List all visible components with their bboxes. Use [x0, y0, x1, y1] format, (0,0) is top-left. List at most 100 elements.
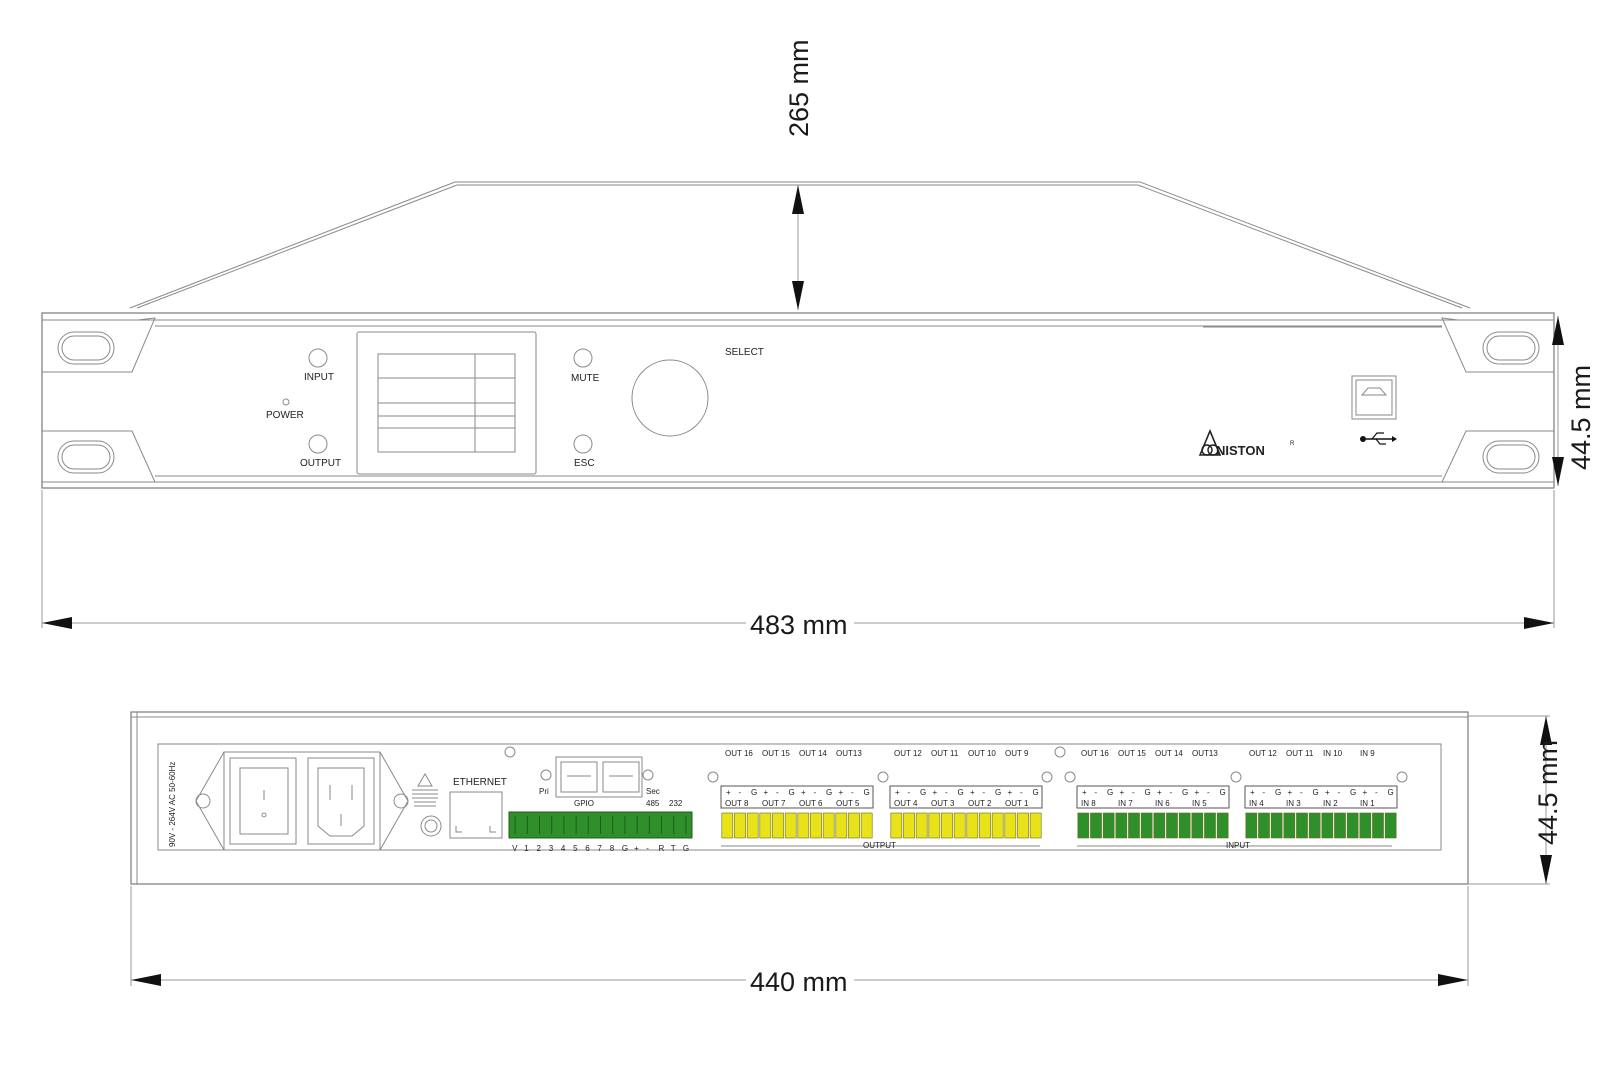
terminal-pin — [797, 812, 810, 839]
gpio-pin-label: G — [622, 844, 628, 853]
pin-mark: - — [983, 788, 986, 797]
pin-mark: - — [776, 788, 779, 797]
channel-label-top: IN 9 — [1360, 749, 1375, 758]
pin-mark: - — [1375, 788, 1378, 797]
voltage-label: 90V - 264V AC 50-60Hz — [168, 762, 177, 847]
terminal-pin — [822, 812, 835, 839]
terminal-pin — [860, 812, 873, 839]
pin-mark: + — [1120, 788, 1125, 797]
gpio-pin-label: 1 — [524, 844, 529, 853]
terminal-pin — [1077, 812, 1090, 839]
front-height-dimension: 44.5 mm — [1552, 316, 1596, 486]
pin-mark: G — [1220, 788, 1226, 797]
pin-mark: G — [1033, 788, 1039, 797]
pin-mark: G — [958, 788, 964, 797]
power-led — [282, 398, 290, 406]
terminal-pin — [928, 812, 941, 839]
channel-label-bottom: IN 1 — [1360, 799, 1375, 808]
esc-label: ESC — [574, 458, 595, 469]
channel-label-top: OUT 15 — [762, 749, 790, 758]
channel-label-bottom: OUT 8 — [725, 799, 749, 808]
power-inlet — [195, 751, 409, 851]
channel-label-top: OUT 15 — [1118, 749, 1146, 758]
pin-mark: - — [814, 788, 817, 797]
mute-button[interactable] — [573, 348, 593, 368]
input-group-label: INPUT — [1226, 841, 1250, 850]
front-width-dimension: 483 mm — [41, 490, 1555, 640]
terminal-pin — [1166, 812, 1178, 839]
pin-mark: G — [1107, 788, 1113, 797]
rear-width-label: 440 mm — [750, 967, 848, 997]
terminal-pin — [1372, 812, 1384, 839]
channel-label-top: OUT 11 — [931, 749, 959, 758]
gpio-pin-label: 4 — [561, 844, 566, 853]
terminal-pin — [890, 812, 903, 839]
pri-sec-ports[interactable]: Pri Sec GPIO 485 232 — [539, 756, 683, 808]
gpio-pin-label: 7 — [598, 844, 603, 853]
power-label: POWER — [266, 410, 304, 421]
terminal-pin — [1128, 812, 1140, 839]
usb-port[interactable] — [1351, 375, 1397, 420]
port-232-label: 232 — [669, 799, 683, 808]
terminal-pin — [1115, 812, 1128, 839]
ethernet-port[interactable]: ETHERNET — [449, 777, 507, 839]
mounting-slot — [57, 331, 115, 365]
terminal-pin — [721, 812, 734, 839]
channel-label-bottom: OUT 3 — [931, 799, 955, 808]
terminal-pin — [1178, 812, 1191, 839]
terminal-outline — [889, 785, 1043, 809]
channel-label-bottom: IN 4 — [1249, 799, 1264, 808]
mounting-slot — [1486, 444, 1536, 470]
pin-mark: G — [826, 788, 832, 797]
pin-mark: + — [1250, 788, 1255, 797]
channel-label-top: OUT 9 — [1005, 749, 1029, 758]
gpio-pin-label: 8 — [610, 844, 615, 853]
pin-mark: + — [933, 788, 938, 797]
channel-label-bottom: IN 7 — [1118, 799, 1133, 808]
terminal-pin — [734, 812, 746, 839]
select-knob[interactable] — [631, 359, 709, 437]
power-switch[interactable] — [239, 767, 289, 835]
terminal-pin — [810, 812, 822, 839]
sec-label: Sec — [646, 787, 660, 796]
terminal-outline — [1244, 785, 1398, 809]
ground-terminal — [420, 815, 442, 837]
front-width-label: 483 mm — [750, 610, 848, 640]
esc-button[interactable] — [573, 434, 593, 454]
gpio-pin-label: R — [659, 844, 665, 853]
pri-label: Pri — [539, 787, 549, 796]
terminal-pin — [1017, 812, 1029, 839]
terminal-pin — [835, 812, 848, 839]
terminal-pin — [1334, 812, 1346, 839]
mounting-slot — [1482, 440, 1540, 474]
channel-label-top: OUT 10 — [968, 749, 996, 758]
channel-label-bottom: IN 8 — [1081, 799, 1096, 808]
mounting-slot — [61, 444, 111, 470]
terminal-pin — [1296, 812, 1308, 839]
terminal-pin — [1140, 812, 1153, 839]
terminal-pin — [953, 812, 966, 839]
pin-mark: G — [864, 788, 870, 797]
pin-mark: + — [1363, 788, 1368, 797]
warning-label — [412, 773, 442, 837]
terminal-pin — [759, 812, 772, 839]
pin-mark: + — [839, 788, 844, 797]
gpio-label: GPIO — [574, 799, 594, 808]
terminal-pin — [941, 812, 953, 839]
terminal-pin — [966, 812, 979, 839]
pin-mark: G — [1182, 788, 1188, 797]
pin-mark: + — [1325, 788, 1330, 797]
pin-mark: - — [908, 788, 911, 797]
pin-mark: + — [1082, 788, 1087, 797]
channel-label-bottom: IN 5 — [1192, 799, 1207, 808]
channel-label-top: OUT13 — [836, 749, 862, 758]
pin-mark: - — [945, 788, 948, 797]
channel-label-bottom: IN 3 — [1286, 799, 1301, 808]
gpio-pin-label: T — [671, 844, 676, 853]
gpio-pin-label: G — [683, 844, 689, 853]
